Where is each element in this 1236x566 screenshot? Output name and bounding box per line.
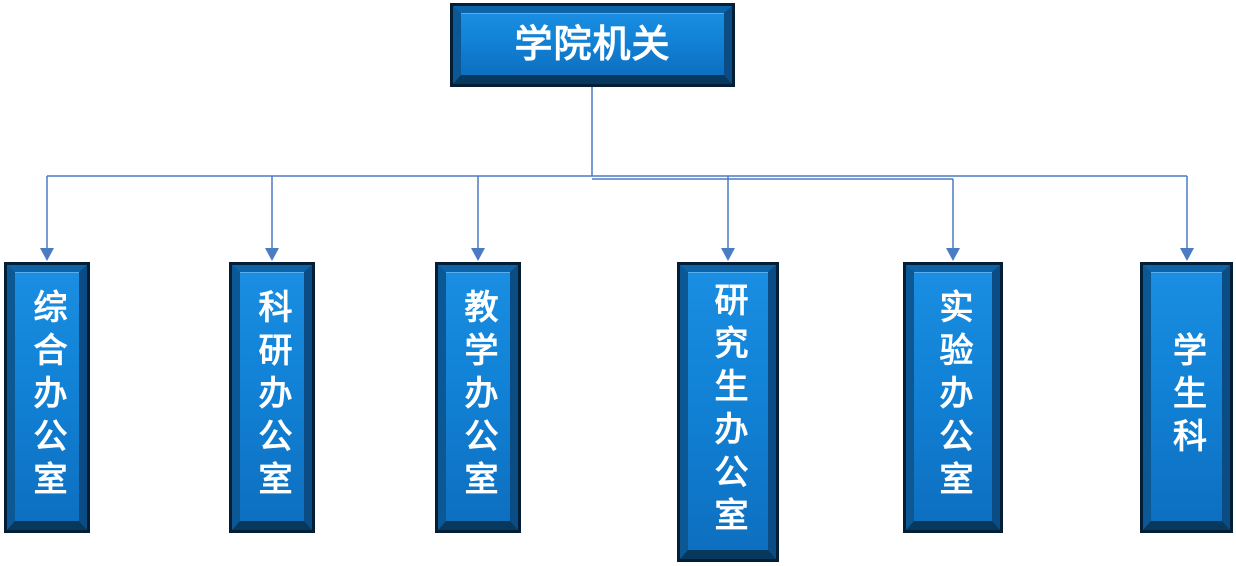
dept-box-research-office: 科研办公室 <box>229 262 315 533</box>
dept-box-face: 研究生办公室 <box>680 265 776 559</box>
dept-box-graduate-office: 研究生办公室 <box>677 262 779 562</box>
arrow-down-icon <box>721 248 735 261</box>
dept-box-label: 综合办公室 <box>27 289 67 504</box>
dept-box-general-office: 综合办公室 <box>4 262 90 533</box>
dept-box-face: 学生科 <box>1143 265 1230 530</box>
arrow-down-icon <box>471 248 485 261</box>
dept-box-student-section: 学生科 <box>1140 262 1233 533</box>
root-box-face: 学院机关 <box>453 6 732 84</box>
arrow-down-icon <box>40 248 54 261</box>
dept-box-face: 综合办公室 <box>7 265 87 530</box>
dept-box-label: 教学办公室 <box>458 289 498 504</box>
root-box: 学院机关 <box>450 3 735 87</box>
dept-box-face: 科研办公室 <box>232 265 312 530</box>
arrow-down-icon <box>265 248 279 261</box>
dept-box-label: 研究生办公室 <box>708 282 748 540</box>
dept-box-label: 学生科 <box>1166 332 1207 461</box>
dept-box-face: 教学办公室 <box>438 265 518 530</box>
dept-box-face: 实验办公室 <box>906 265 1000 530</box>
dept-box-laboratory-office: 实验办公室 <box>903 262 1003 533</box>
dept-box-teaching-office: 教学办公室 <box>435 262 521 533</box>
arrow-down-icon <box>946 248 960 261</box>
root-box-label: 学院机关 <box>514 22 671 66</box>
arrow-down-icon <box>1180 248 1194 261</box>
dept-box-label: 实验办公室 <box>933 289 973 504</box>
dept-box-label: 科研办公室 <box>252 289 292 504</box>
